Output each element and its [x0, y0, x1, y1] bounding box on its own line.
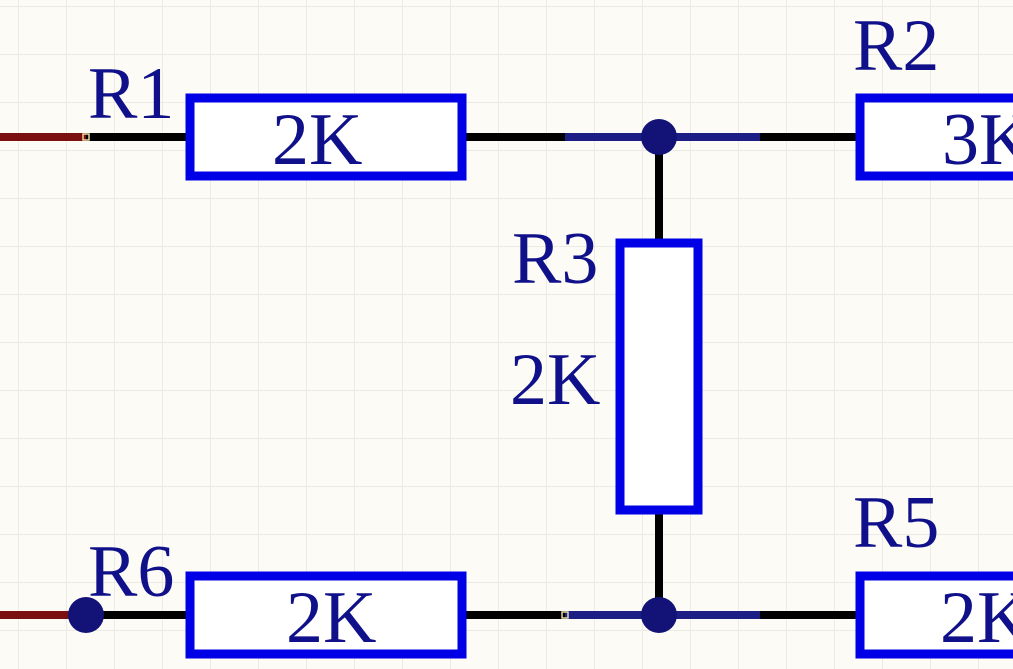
r5-value: 2K	[940, 577, 1013, 659]
resistor-r6-body[interactable]	[185, 571, 467, 659]
r2-value: 3K	[942, 99, 1013, 181]
r1-value: 2K	[272, 99, 362, 181]
pin-marker	[82, 133, 90, 141]
resistor-r1[interactable]	[185, 93, 467, 181]
junction-dot-bottom[interactable]	[641, 597, 677, 633]
resistor-r5[interactable]	[855, 571, 1013, 659]
resistor-r3[interactable]	[615, 238, 703, 515]
resistor-r6[interactable]	[185, 571, 467, 659]
junction-dot-left[interactable]	[68, 597, 104, 633]
pin-marker	[561, 611, 569, 619]
resistor-r3-body[interactable]	[615, 238, 703, 515]
r3-value: 2K	[510, 339, 600, 421]
r6-value: 2K	[286, 577, 376, 659]
junction-dot-top[interactable]	[641, 119, 677, 155]
resistor-r5-body[interactable]	[855, 571, 1013, 659]
resistor-r2-body[interactable]	[855, 93, 1013, 181]
r5-designator: R5	[853, 482, 939, 564]
r6-designator: R6	[88, 531, 174, 613]
r1-designator: R1	[88, 53, 174, 135]
r2-designator: R2	[853, 5, 939, 87]
r3-designator: R3	[512, 218, 598, 300]
resistor-r2[interactable]	[855, 93, 1013, 181]
resistor-r1-body[interactable]	[185, 93, 467, 181]
